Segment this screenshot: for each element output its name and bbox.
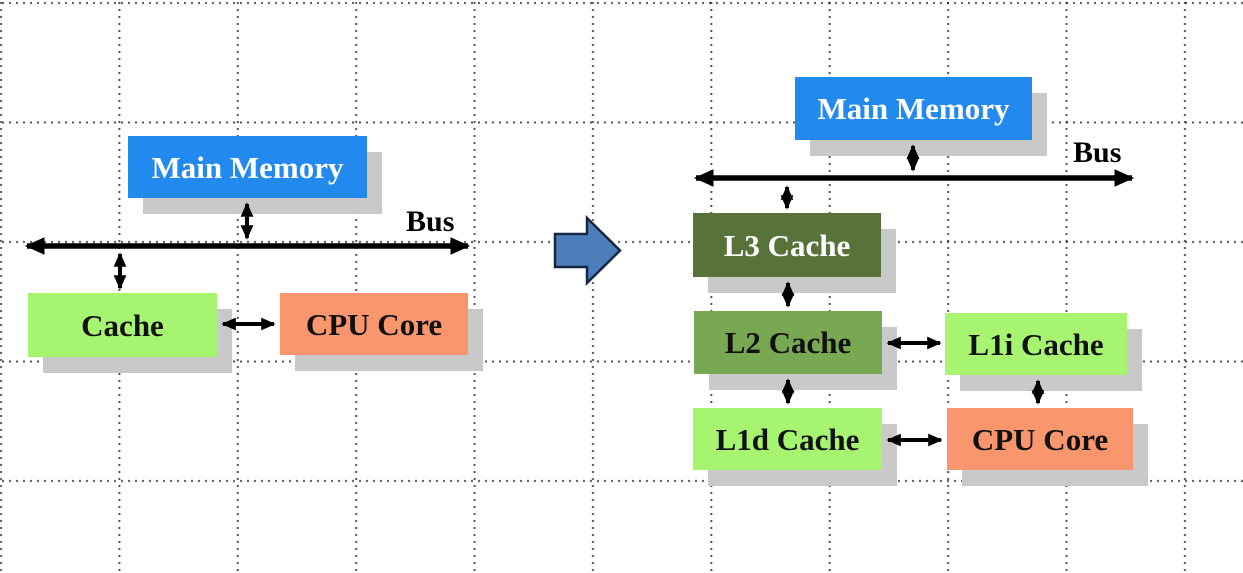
cache-box-left: Cache [28, 293, 217, 357]
l2-cache-box: L2 Cache [694, 311, 882, 374]
main-memory-label-right: Main Memory [817, 91, 1010, 126]
cpu-core-label-right: CPU Core [971, 421, 1109, 457]
cpu-core-box-left: CPU Core [280, 293, 468, 355]
cache-label-left: Cache [81, 307, 164, 343]
bus-label-right: Bus [1073, 136, 1122, 169]
l1i-cache-box: L1i Cache [945, 313, 1127, 375]
l2-cache-label: L2 Cache [724, 325, 852, 360]
l3-cache-box: L3 Cache [693, 213, 881, 277]
bus-label-left: Bus [406, 205, 455, 238]
l1d-cache-label: L1d Cache [715, 421, 860, 457]
l1i-cache-label: L1i Cache [968, 326, 1104, 362]
cpu-core-label-left: CPU Core [305, 306, 443, 342]
main-memory-box-left: Main Memory [128, 136, 367, 198]
cpu-core-box-right: CPU Core [947, 408, 1133, 470]
transform-arrow-icon [553, 215, 622, 286]
l3-cache-label: L3 Cache [723, 227, 851, 263]
main-memory-box-right: Main Memory [795, 77, 1032, 140]
main-memory-label-left: Main Memory [151, 149, 344, 185]
l1d-cache-box: L1d Cache [693, 408, 882, 470]
